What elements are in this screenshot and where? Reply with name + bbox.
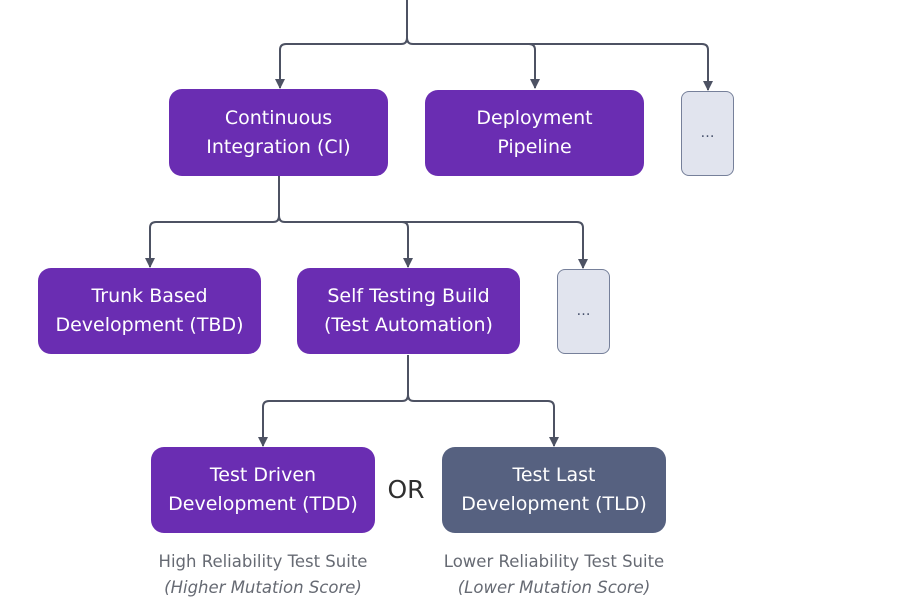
- connector-root-to-deployment-pipeline: [406, 37, 540, 89]
- caption-tld: Lower Reliability Test Suite (Lower Muta…: [429, 549, 679, 601]
- ellipsis-label: …: [700, 125, 715, 141]
- connector-stb-to-tld: [407, 394, 559, 447]
- caption-sub: (Higher Mutation Score): [164, 578, 362, 597]
- node-placeholder-mid: …: [557, 269, 610, 354]
- node-label: Self Testing Build (Test Automation): [324, 285, 493, 336]
- node-placeholder-top: …: [681, 91, 734, 176]
- connector-root-to-ci: [275, 0, 408, 89]
- connector-ci-to-tbd: [145, 176, 280, 268]
- node-label: Test Driven Development (TDD): [168, 464, 358, 515]
- ellipsis-label: …: [576, 303, 591, 319]
- node-test-driven-development: Test Driven Development (TDD): [151, 447, 375, 533]
- node-label: Test Last Development (TLD): [461, 464, 647, 515]
- node-continuous-integration: Continuous Integration (CI): [169, 89, 388, 176]
- node-trunk-based-development: Trunk Based Development (TBD): [38, 268, 261, 354]
- node-label: Trunk Based Development (TBD): [55, 285, 244, 336]
- connector-stb-to-tdd: [258, 355, 409, 447]
- caption-tdd: High Reliability Test Suite (Higher Muta…: [138, 549, 388, 601]
- node-test-last-development: Test Last Development (TLD): [442, 447, 666, 533]
- caption-main: High Reliability Test Suite: [158, 552, 368, 571]
- caption-main: Lower Reliability Test Suite: [443, 552, 665, 571]
- node-label: Continuous Integration (CI): [206, 106, 351, 158]
- connector-ci-to-self-testing-build: [278, 215, 413, 268]
- or-label: OR: [387, 475, 425, 504]
- caption-sub: (Lower Mutation Score): [457, 578, 651, 597]
- node-label: Deployment Pipeline: [476, 107, 593, 158]
- connector-root-to-ellipsis-top: [529, 43, 713, 91]
- connector-ci-to-ellipsis-mid: [402, 221, 588, 269]
- node-self-testing-build: Self Testing Build (Test Automation): [297, 268, 520, 354]
- node-deployment-pipeline: Deployment Pipeline: [425, 90, 644, 176]
